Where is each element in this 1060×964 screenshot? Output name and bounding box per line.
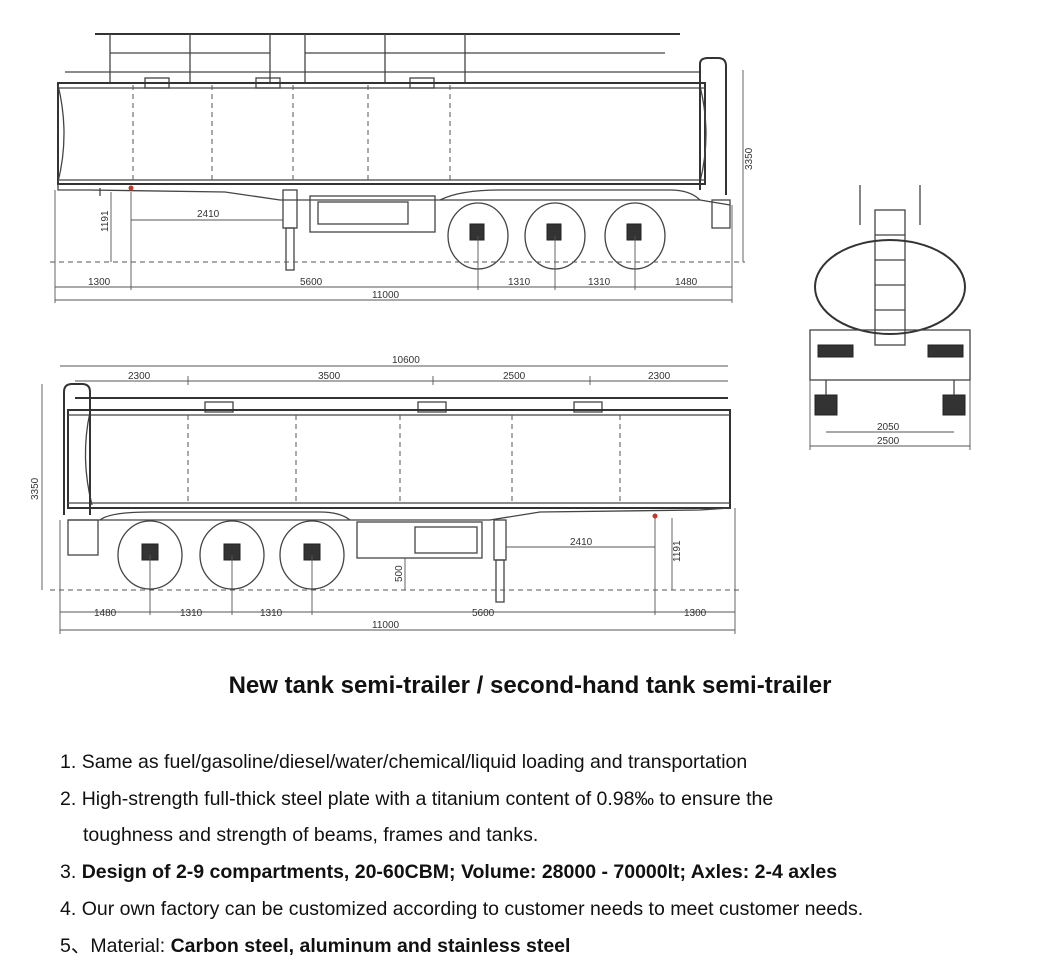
landing-gear — [493, 519, 507, 603]
dim-label: 2500 — [877, 436, 900, 447]
dim-label: 2500 — [503, 371, 526, 382]
dim-label: 1310 — [260, 608, 283, 619]
technical-drawing: 1300 5600 1310 1310 1480 11000 2410 1191… — [30, 33, 971, 634]
dim-label: 1310 — [180, 608, 203, 619]
feature-item: 5、Material: Carbon steel, aluminum and s… — [60, 928, 863, 964]
item-text: Our own factory can be customized accord… — [81, 897, 864, 920]
item-text: Same as fuel/gasoline/diesel/water/chemi… — [81, 751, 748, 773]
marker-dot — [128, 185, 134, 191]
dim-label: 500 — [394, 565, 405, 582]
wheel — [942, 394, 966, 416]
wheels — [447, 202, 666, 270]
feature-item: 2. High-strength full-thick steel plate … — [60, 781, 863, 818]
side-view-top: 1300 5600 1310 1310 1480 11000 2410 1191… — [50, 33, 755, 303]
item-number: 3. — [60, 861, 77, 884]
dimension-lines — [54, 70, 744, 303]
dim-label: 1300 — [684, 608, 707, 619]
dim-label: 2300 — [128, 371, 151, 382]
dim-label: 3500 — [318, 371, 341, 382]
top-walkway-rail — [65, 33, 700, 89]
dim-label: 2300 — [648, 371, 671, 382]
item-number: 4. — [60, 897, 77, 920]
item-label: Material: — [90, 934, 171, 957]
feature-item-continuation: toughness and strength of beams, frames … — [83, 824, 539, 847]
dim-label: 1480 — [675, 277, 698, 288]
rear-ladder — [699, 57, 727, 195]
dim-label: 2050 — [877, 422, 900, 433]
dim-label: 1310 — [588, 277, 611, 288]
rear-view: 2050 2500 — [809, 185, 971, 450]
item-number: 2. — [60, 787, 77, 810]
dimension-lines — [41, 365, 736, 634]
dim-label: 1480 — [94, 608, 117, 619]
tool-box — [356, 521, 483, 559]
dim-label: 11000 — [372, 620, 400, 631]
dim-label: 11000 — [372, 290, 400, 301]
feature-list: 1. Same as fuel/gasoline/diesel/water/ch… — [60, 744, 863, 964]
wheels — [117, 520, 345, 590]
dim-label: 10600 — [392, 355, 420, 366]
compartment-dividers — [132, 85, 451, 180]
side-view-bottom: 10600 2300 3500 2500 2300 1480 1310 1310… — [30, 355, 740, 634]
item-number: 5、 — [60, 934, 91, 957]
dim-label: 3350 — [30, 477, 41, 500]
chassis-frame — [68, 507, 731, 521]
tank-body — [67, 409, 731, 509]
landing-gear — [282, 189, 298, 271]
dim-label: 1191 — [100, 210, 111, 232]
item-number: 1. — [60, 751, 77, 773]
item-text: High-strength full-thick steel plate wit… — [81, 787, 774, 810]
dim-label: 5600 — [472, 608, 495, 619]
item-text: Design of 2-9 compartments, 20-60CBM; Vo… — [81, 861, 838, 884]
marker-dot — [652, 513, 658, 519]
page-title: New tank semi-trailer / second-hand tank… — [228, 672, 832, 699]
item-text: Carbon steel, aluminum and stainless ste… — [170, 934, 571, 957]
feature-item: 4. Our own factory can be customized acc… — [60, 891, 863, 928]
tank-cross-section — [814, 239, 966, 335]
compartment-dividers — [187, 415, 621, 503]
dim-label: 1310 — [508, 277, 531, 288]
rear-ladder — [63, 383, 91, 515]
dim-label: 2410 — [570, 537, 593, 548]
tank-body — [57, 82, 706, 185]
wheel — [814, 394, 838, 416]
feature-item: 1. Same as fuel/gasoline/diesel/water/ch… — [60, 744, 863, 781]
feature-item: 3. Design of 2-9 compartments, 20-60CBM;… — [60, 854, 863, 891]
dim-label: 3350 — [744, 147, 755, 170]
dim-label: 5600 — [300, 277, 323, 288]
dim-label: 2410 — [197, 209, 220, 220]
dim-label: 1191 — [672, 540, 683, 562]
dim-label: 1300 — [88, 277, 111, 288]
tool-box — [309, 195, 436, 233]
